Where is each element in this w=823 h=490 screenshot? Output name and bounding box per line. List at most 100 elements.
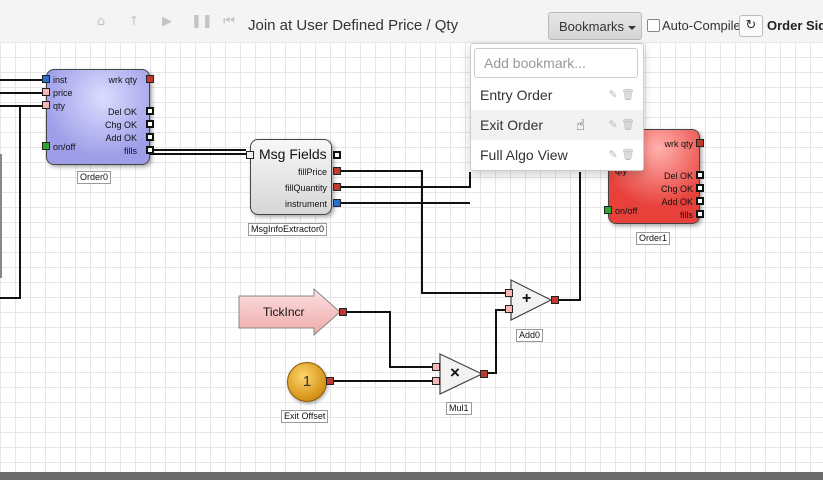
- port-label-order1-onoff: on/off: [615, 206, 638, 216]
- port-order1-onoff[interactable]: [604, 206, 612, 214]
- tickincr-block[interactable]: TickIncr: [238, 288, 347, 336]
- pencil-icon[interactable]: ✎: [608, 88, 618, 101]
- exit-offset-caption: Exit Offset: [281, 410, 329, 423]
- exit-offset-value: 1: [302, 373, 312, 390]
- port-add-in1[interactable]: [505, 289, 513, 297]
- refresh-button[interactable]: ↻: [739, 15, 763, 37]
- bookmarks-button-label: Bookmarks: [559, 19, 625, 34]
- port-label-inst: inst: [53, 75, 68, 85]
- port-mul-out[interactable]: [480, 370, 488, 378]
- auto-compile-checkbox[interactable]: [647, 19, 660, 32]
- add-block[interactable]: +: [505, 279, 559, 321]
- port-label-delok: Del OK: [107, 107, 137, 117]
- port-label-fills: fills: [124, 146, 137, 156]
- wire-left-down: [0, 106, 21, 299]
- order0-caption: Order0: [77, 171, 112, 184]
- port-label-addok: Add OK: [105, 133, 137, 143]
- bookmark-item-entry-order[interactable]: Entry Order ✎ 🗑: [471, 80, 643, 110]
- port-label-instrument: instrument: [284, 199, 327, 209]
- port-order1-addok[interactable]: [696, 197, 704, 205]
- port-order1-delok[interactable]: [696, 171, 704, 179]
- port-inst[interactable]: [42, 75, 50, 83]
- play-icon[interactable]: ▶: [162, 14, 172, 29]
- port-addok[interactable]: [146, 133, 154, 141]
- add-symbol: +: [522, 290, 532, 307]
- port-instrument[interactable]: [333, 199, 341, 207]
- pencil-icon[interactable]: ✎: [608, 148, 618, 161]
- port-mul-in1[interactable]: [432, 363, 440, 371]
- order-side-label: Order Side: [767, 18, 823, 33]
- mul-caption: Mul1: [446, 402, 472, 415]
- msg-fields-title: Msg Fields: [259, 146, 327, 162]
- port-order1-fills[interactable]: [696, 210, 704, 218]
- tickincr-arrow-shape: [238, 288, 341, 336]
- mul-triangle-shape: [439, 353, 484, 395]
- add-triangle-shape: [510, 279, 553, 321]
- trash-icon[interactable]: 🗑: [621, 118, 635, 131]
- hand-cursor-icon: ☝: [576, 116, 586, 134]
- port-fillprice[interactable]: [333, 167, 341, 175]
- port-mul-in2[interactable]: [432, 377, 440, 385]
- port-msg-out[interactable]: [333, 151, 341, 159]
- port-tickincr-out[interactable]: [339, 308, 347, 316]
- port-wrkqty[interactable]: [146, 75, 154, 83]
- port-add-in2[interactable]: [505, 305, 513, 313]
- port-chgok[interactable]: [146, 120, 154, 128]
- wire-layer: [0, 79, 581, 382]
- home-icon[interactable]: ⌂: [96, 14, 106, 29]
- wire-fillqty: [339, 172, 471, 188]
- port-add-out[interactable]: [551, 296, 559, 304]
- port-fills[interactable]: [146, 146, 154, 154]
- bookmark-item-label: Entry Order: [480, 87, 553, 103]
- order1-caption: Order1: [636, 232, 671, 245]
- port-msg-in[interactable]: [246, 151, 254, 159]
- bookmark-item-full-algo-view[interactable]: Full Algo View ✎ 🗑: [471, 140, 643, 170]
- add-caption: Add0: [516, 329, 544, 342]
- pause-icon[interactable]: ❚❚: [191, 14, 213, 29]
- up-arrow-icon[interactable]: ↑: [128, 14, 140, 29]
- wire-tick: [346, 311, 437, 368]
- port-label-order1-addok: Add OK: [661, 197, 693, 207]
- port-fillquantity[interactable]: [333, 183, 341, 191]
- port-label-wrkqty: wrk qty: [108, 75, 137, 85]
- diagram-canvas[interactable]: inst price qty on/off wrk qty Del OK Chg…: [0, 42, 823, 472]
- port-order1-wrkqty[interactable]: [696, 139, 704, 147]
- pencil-icon[interactable]: ✎: [608, 118, 618, 131]
- step-back-icon[interactable]: ⏮: [223, 14, 235, 29]
- port-label-price: price: [53, 88, 73, 98]
- port-label-qty: qty: [53, 101, 66, 111]
- wire-add-order1: [557, 172, 581, 301]
- tickincr-label: TickIncr: [263, 305, 305, 319]
- wire-mul-add: [487, 309, 505, 374]
- port-label-order1-delok: Del OK: [663, 171, 693, 181]
- port-price[interactable]: [42, 88, 50, 96]
- port-order1-chgok[interactable]: [696, 184, 704, 192]
- port-label-fillquantity: fillQuantity: [284, 183, 327, 193]
- order0-block[interactable]: inst price qty on/off wrk qty Del OK Chg…: [42, 69, 154, 165]
- trash-icon[interactable]: 🗑: [621, 88, 635, 101]
- port-onoff[interactable]: [42, 142, 50, 150]
- trash-icon[interactable]: 🗑: [621, 148, 635, 161]
- port-label-order1-fills: fills: [680, 210, 693, 220]
- msg-fields-block[interactable]: Msg Fields fillPrice fillQuantity instru…: [246, 139, 341, 215]
- port-label-onoff: on/off: [53, 142, 76, 152]
- auto-compile-label: Auto-Compile: [662, 18, 741, 33]
- port-label-order1-chgok: Chg OK: [660, 184, 693, 194]
- add-bookmark-input[interactable]: [474, 48, 638, 78]
- port-delok[interactable]: [146, 107, 154, 115]
- msg-fields-caption: MsgInfoExtractor0: [248, 223, 328, 236]
- port-qty[interactable]: [42, 101, 50, 109]
- refresh-icon: ↻: [745, 18, 757, 33]
- toolbar: ⌂ ↑ ▶ ❚❚ ⏮ Join at User Defined Price / …: [0, 0, 823, 43]
- port-label-fillprice: fillPrice: [297, 167, 327, 177]
- exit-offset-constant[interactable]: 1: [287, 362, 327, 402]
- port-label-order1-wrkqty: wrk qty: [664, 139, 693, 149]
- port-offset-out[interactable]: [326, 377, 334, 385]
- wire-fillprice: [339, 170, 505, 294]
- bookmarks-dropdown: Entry Order ✎ 🗑 Exit Order ✎ 🗑 Full Algo…: [470, 43, 644, 171]
- bookmark-item-exit-order[interactable]: Exit Order ✎ 🗑: [471, 110, 643, 140]
- bookmarks-button[interactable]: Bookmarks: [548, 12, 642, 40]
- horizontal-scrollbar[interactable]: [0, 472, 823, 480]
- mul-block[interactable]: ×: [432, 353, 488, 395]
- bookmark-item-label: Full Algo View: [480, 147, 568, 163]
